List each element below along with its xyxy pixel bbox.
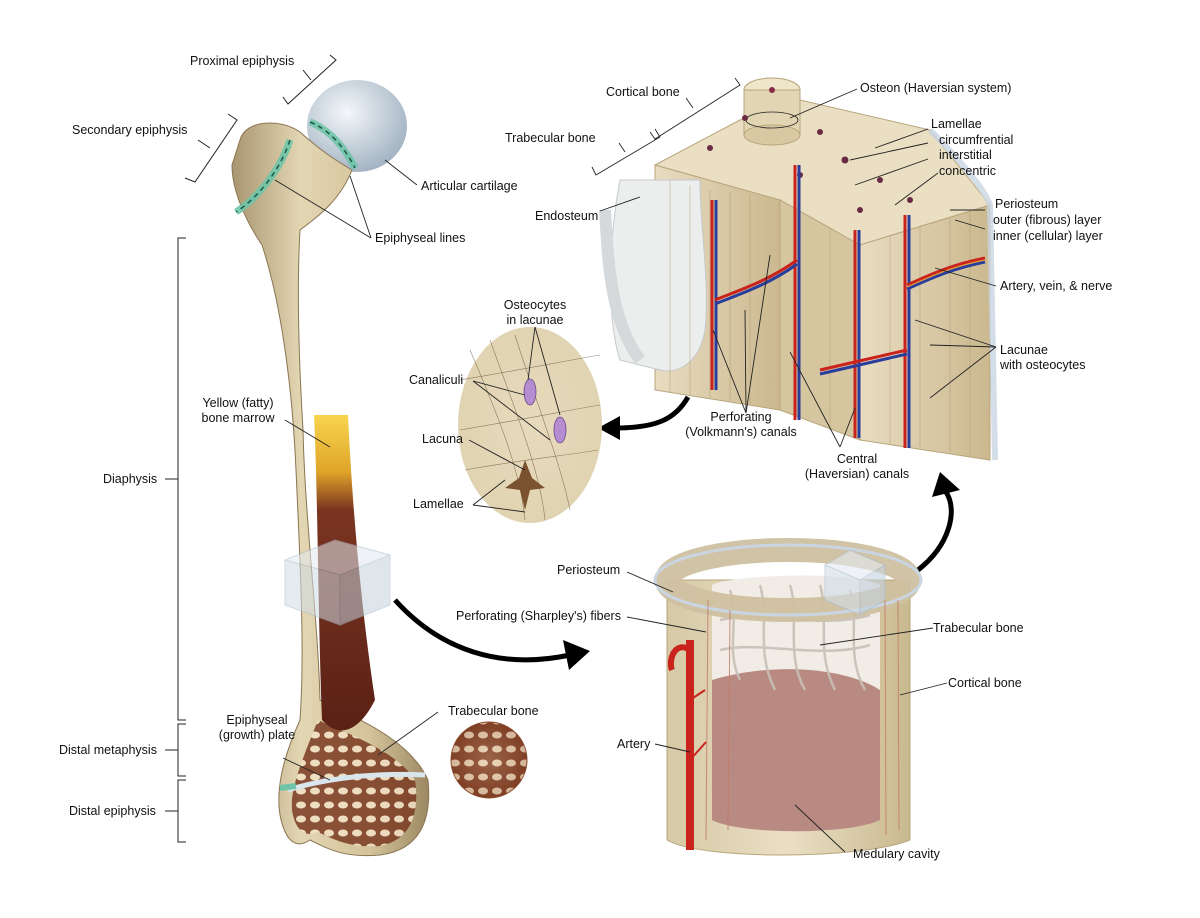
osteon-block <box>599 77 998 461</box>
label-sharpey-fibers: Perforating (Sharpley's) fibers <box>456 609 621 623</box>
label-central-line1: Central <box>836 452 878 466</box>
label-lacunae-line2: with osteocytes <box>1000 358 1086 372</box>
label-shaft-trabecular-bone: Trabecular bone <box>933 621 1024 635</box>
label-yellow-marrow: Yellow (fatty) bone marrow <box>195 396 281 426</box>
shaft-leaders <box>626 571 948 853</box>
section-cube-femur <box>283 539 392 626</box>
label-canaliculi: Canaliculi <box>409 373 464 387</box>
label-perforating-line1: Perforating <box>710 410 772 424</box>
label-distal-metaphysis: Distal metaphysis <box>59 743 157 757</box>
label-concentric: concentric <box>939 163 996 178</box>
label-yellow-marrow-line1: Yellow (fatty) <box>202 396 274 410</box>
label-outer-layer: outer (fibrous) layer <box>993 213 1102 227</box>
label-osteocytes: Osteocytes in lacunae <box>495 298 575 328</box>
shaft-top-ring <box>655 538 921 622</box>
label-endosteum: Endosteum <box>535 209 599 223</box>
label-osteon: Osteon (Haversian system) <box>860 81 1012 95</box>
label-epiphyseal-plate: Epiphyseal (growth) plate <box>212 713 302 743</box>
osteon-leaders <box>591 77 997 448</box>
label-epiphyseal-plate-line2: (growth) plate <box>218 728 296 742</box>
label-central-line2: (Haversian) canals <box>804 467 910 481</box>
arrow-to-shaft <box>393 598 571 663</box>
label-cell-lamellae: Lamellae <box>413 497 464 511</box>
label-lacunae-osteocytes: Lacunae with osteocytes <box>1000 343 1085 373</box>
femoral-head <box>307 80 407 172</box>
femur <box>231 80 430 857</box>
bone-shaft-section <box>653 538 923 856</box>
label-proximal-epiphysis: Proximal epiphysis <box>190 54 295 68</box>
label-diaphysis: Diaphysis <box>103 472 158 486</box>
label-shaft-cortical-bone: Cortical bone <box>948 676 1022 690</box>
femur-body <box>231 122 430 857</box>
label-yellow-marrow-line2: bone marrow <box>201 411 275 425</box>
label-perforating-canals: Perforating (Volkmann's) canals <box>681 410 801 440</box>
label-circumfrential: circumfrential <box>939 132 1014 147</box>
label-artery-vein-nerve: Artery, vein, & nerve <box>1000 279 1113 293</box>
label-medullary-cavity: Medulary cavity <box>853 847 940 861</box>
label-cortical-bone-top: Cortical bone <box>606 85 680 99</box>
label-articular-cartilage: Articular cartilage <box>421 179 518 193</box>
label-lacuna: Lacuna <box>422 432 464 446</box>
label-interstitial: interstitial <box>939 148 992 162</box>
label-secondary-epiphysis: Secondary epiphysis <box>72 123 188 137</box>
distal-section <box>291 720 417 847</box>
label-lamellae: Lamellae <box>931 117 982 131</box>
label-femur-trabecular-bone: Trabecular bone <box>448 704 539 718</box>
label-epiphyseal-lines: Epiphyseal lines <box>375 231 466 245</box>
label-perforating-line2: (Volkmann's) canals <box>685 425 797 439</box>
femur-brackets <box>165 54 337 843</box>
label-lamellae-group: Lamellae circumfrential interstitial con… <box>931 117 1013 179</box>
label-distal-epiphysis: Distal epiphysis <box>69 804 156 818</box>
label-shaft-periosteum: Periosteum <box>557 563 621 577</box>
label-central-canals: Central (Haversian) canals <box>802 452 912 482</box>
label-periosteum: Periosteum <box>995 197 1059 211</box>
arrow-to-osteon <box>916 490 954 572</box>
label-lacunae-line1: Lacunae <box>1000 343 1048 357</box>
label-inner-layer: inner (cellular) layer <box>993 229 1103 243</box>
label-epiphyseal-plate-line1: Epiphyseal <box>226 713 288 727</box>
cell-leaders <box>468 326 561 513</box>
label-shaft-artery: Artery <box>617 737 651 751</box>
arrow-to-cell-view <box>614 395 691 431</box>
epiphyseal-growth-plate <box>287 771 426 793</box>
label-trabecular-bone-top: Trabecular bone <box>505 131 596 145</box>
label-osteocytes-line2: in lacunae <box>506 313 564 327</box>
label-periosteum-group: Periosteum outer (fibrous) layer inner (… <box>987 196 1103 244</box>
label-osteocytes-line1: Osteocytes <box>503 298 567 312</box>
femur-leaders <box>274 159 439 781</box>
